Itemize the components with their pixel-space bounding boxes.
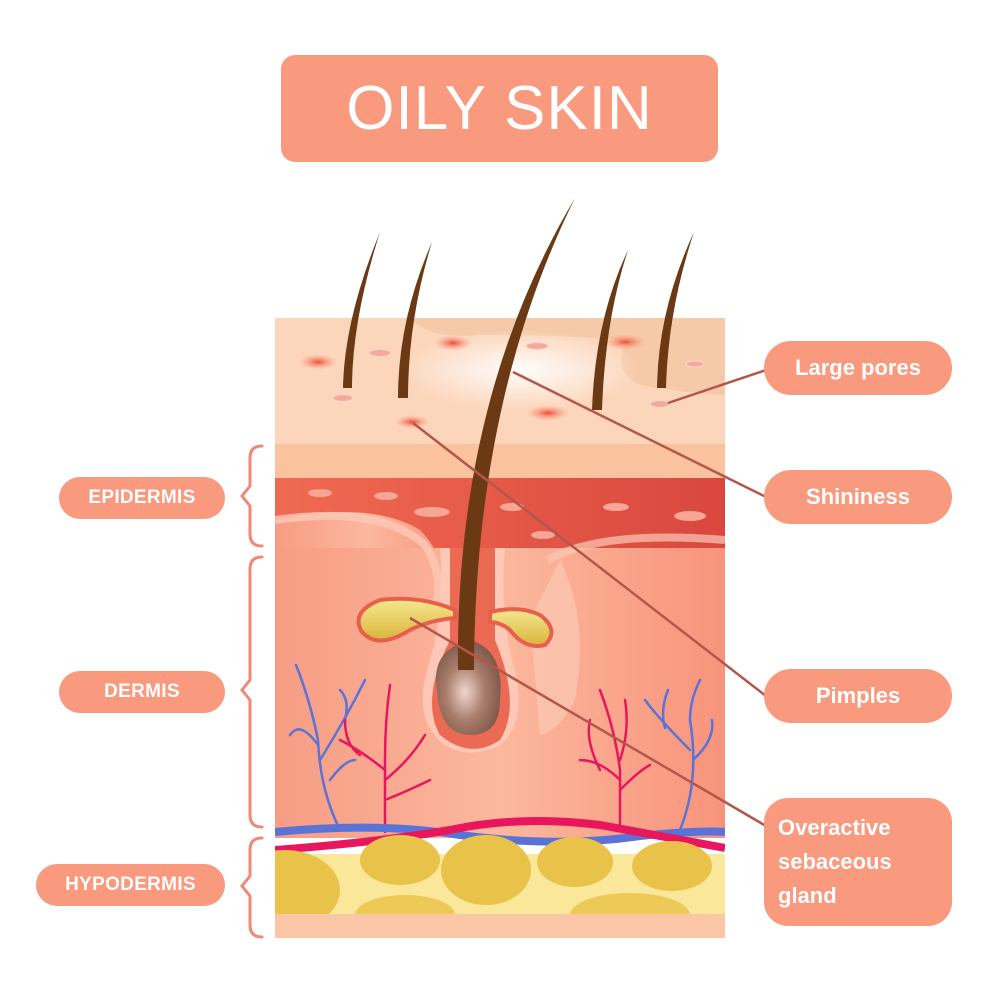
callout-line-2: sebaceous <box>778 849 892 874</box>
callout-line-3: gland <box>778 883 837 908</box>
layer-label-epidermis: EPIDERMIS <box>59 477 225 519</box>
layer-label-hypodermis: HYPODERMIS <box>36 864 225 906</box>
layer-label-dermis: DERMIS <box>59 671 225 713</box>
callout-pimples: Pimples <box>764 669 952 723</box>
dermis-bracket <box>240 555 264 829</box>
page-title: OILY SKIN <box>346 74 653 143</box>
callout-line-1: Overactive <box>778 815 891 840</box>
callout-overactive-sebaceous-gland: Overactive sebaceous gland <box>764 798 952 926</box>
title-banner: OILY SKIN <box>281 55 718 162</box>
epidermis-bracket <box>240 444 264 548</box>
callout-large-pores: Large pores <box>764 341 952 395</box>
hypodermis-bracket <box>240 836 264 939</box>
callout-shininess: Shininess <box>764 470 952 524</box>
